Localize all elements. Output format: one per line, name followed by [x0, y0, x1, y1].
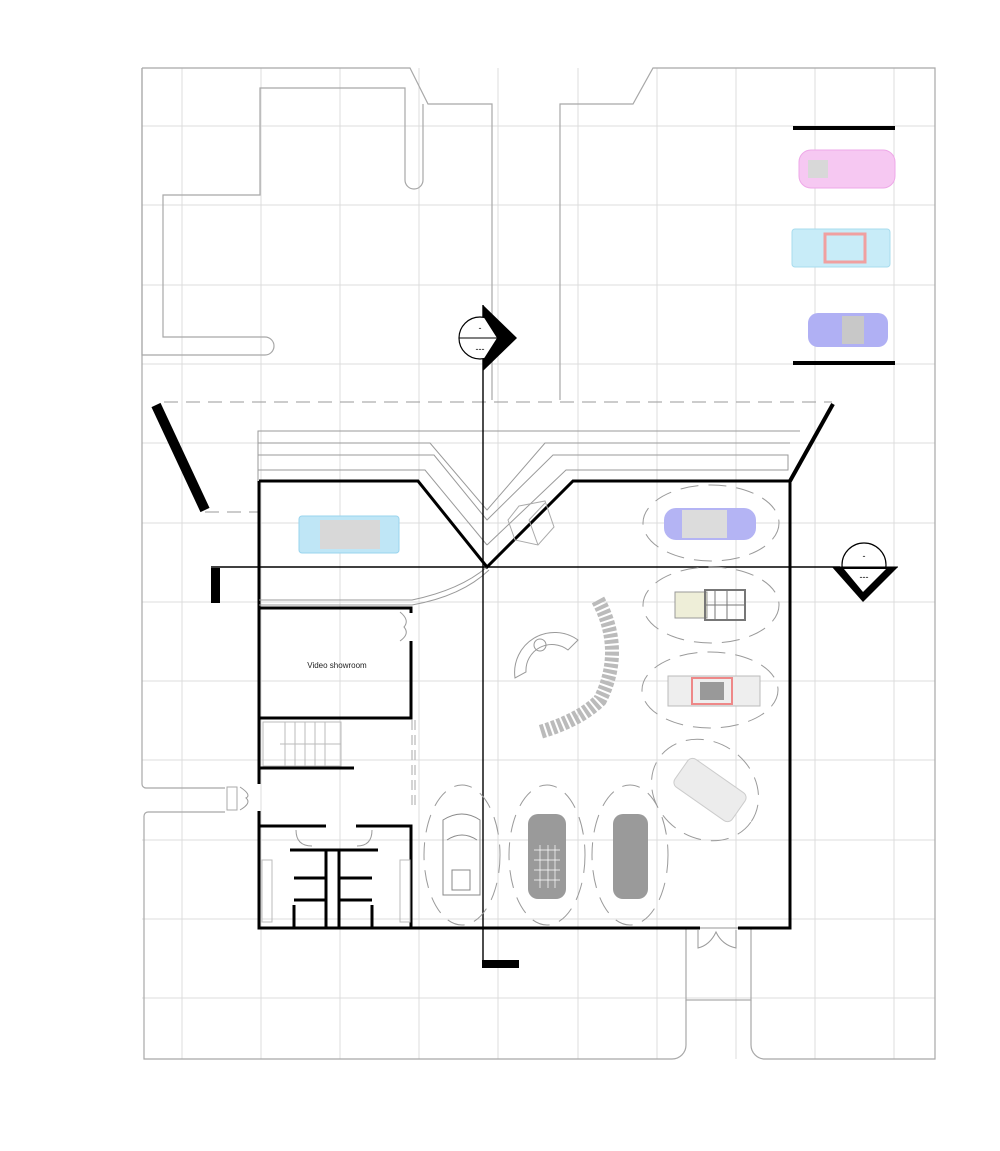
grid-lines	[142, 68, 935, 1059]
display-zones	[423, 484, 780, 926]
slanted-wall-right	[788, 403, 835, 482]
section-marker-north: - ---	[458, 305, 517, 371]
building-walls	[257, 479, 792, 930]
section-marker-east: - ---	[832, 542, 898, 602]
car-entrance-cyan	[298, 515, 400, 554]
section-lines	[211, 305, 840, 965]
slanted-wall-left	[151, 402, 210, 513]
wall-stub-left	[211, 568, 220, 603]
car-pink-icon	[798, 149, 896, 189]
car-legend	[791, 126, 896, 365]
marker-east-bottom: ---	[860, 572, 869, 582]
site-boundary	[141, 67, 936, 1060]
interior-details	[226, 500, 737, 949]
marker-north-bottom: ---	[476, 344, 485, 354]
room-label-video-showroom: Video showroom	[307, 661, 367, 670]
marker-north-top: -	[479, 323, 482, 333]
wall-stub-bottom	[482, 960, 519, 968]
marker-east-top: -	[863, 551, 866, 561]
